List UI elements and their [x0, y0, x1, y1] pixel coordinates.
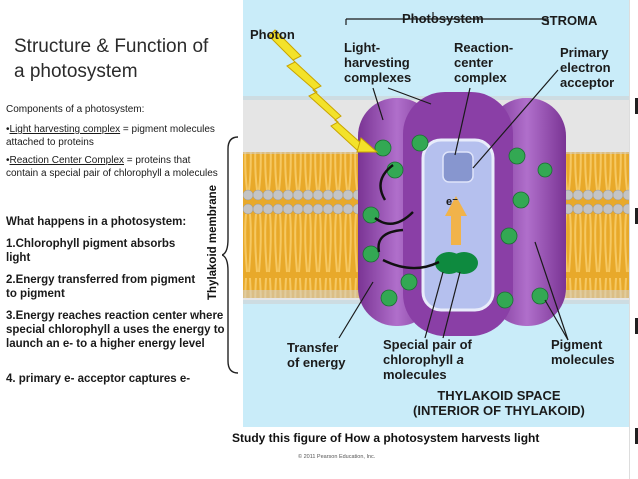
photosystem-figure: Photosystem STROMA Photon Light- harvest… [243, 0, 631, 427]
special-pair-line3: molecules [383, 367, 447, 382]
light-harvesting-label: Light- harvesting complexes [344, 40, 412, 85]
figure-art [243, 0, 631, 427]
step-1: 1.Chlorophyll pigment absorbs light [6, 238, 176, 264]
special-pair-line1: Special pair of [383, 337, 472, 352]
reaction-center-definition: = proteins that contain a special pair o… [6, 155, 218, 179]
step-3: 3.Energy reaches reaction center where s… [6, 310, 225, 350]
components-heading: Components of a photosystem: [6, 104, 145, 115]
figure-caption: Study this figure of How a photosystem h… [232, 431, 540, 445]
reaction-center-term: Reaction Center Complex [9, 155, 125, 166]
slide-title: Structure & Function of a photosystem [14, 36, 209, 82]
photosystem-label: Photosystem [402, 11, 484, 26]
step-4: 4. primary e- acceptor captures e- [6, 373, 191, 385]
electron-label: e⁻ [446, 196, 458, 208]
bullet-reaction-center: •Reaction Center Complex = proteins that… [6, 155, 218, 179]
thylakoid-membrane-label: Thylakoid membrane [207, 184, 219, 300]
membrane-bracket [222, 136, 239, 374]
thylakoid-space-label: THYLAKOID SPACE (INTERIOR OF THYLAKOID) [413, 388, 585, 418]
energy-transfer-arrows [374, 164, 440, 270]
special-pair-line2: chlorophyll [383, 352, 457, 367]
photon-label: Photon [250, 27, 295, 42]
special-pair-italic-a: a [456, 352, 464, 367]
pigment-molecules-label: Pigment molecules [551, 337, 615, 367]
light-harvesting-term: Light harvesting complex [9, 124, 121, 135]
copyright-notice: © 2011 Pearson Education, Inc. [298, 454, 376, 460]
step-2: 2.Energy transferred from pigment to pig… [6, 274, 196, 300]
transfer-of-energy-label: Transfer of energy [287, 340, 346, 370]
pigment-molecules [362, 134, 553, 309]
stroma-label: STROMA [541, 13, 598, 28]
slide-right-edge [629, 0, 638, 479]
bullet-light-harvesting: •Light harvesting complex = pigment mole… [6, 124, 215, 148]
primary-acceptor-block [442, 151, 474, 183]
reaction-center-label: Reaction- center complex [454, 40, 514, 85]
photon-bolt [268, 29, 379, 153]
light-harvesting-definition: = pigment molecules attached to proteins [6, 124, 215, 148]
primary-acceptor-label: Primary electron acceptor [560, 45, 615, 90]
electron-arrow [445, 196, 467, 245]
what-happens-heading: What happens in a photosystem: [6, 216, 187, 228]
